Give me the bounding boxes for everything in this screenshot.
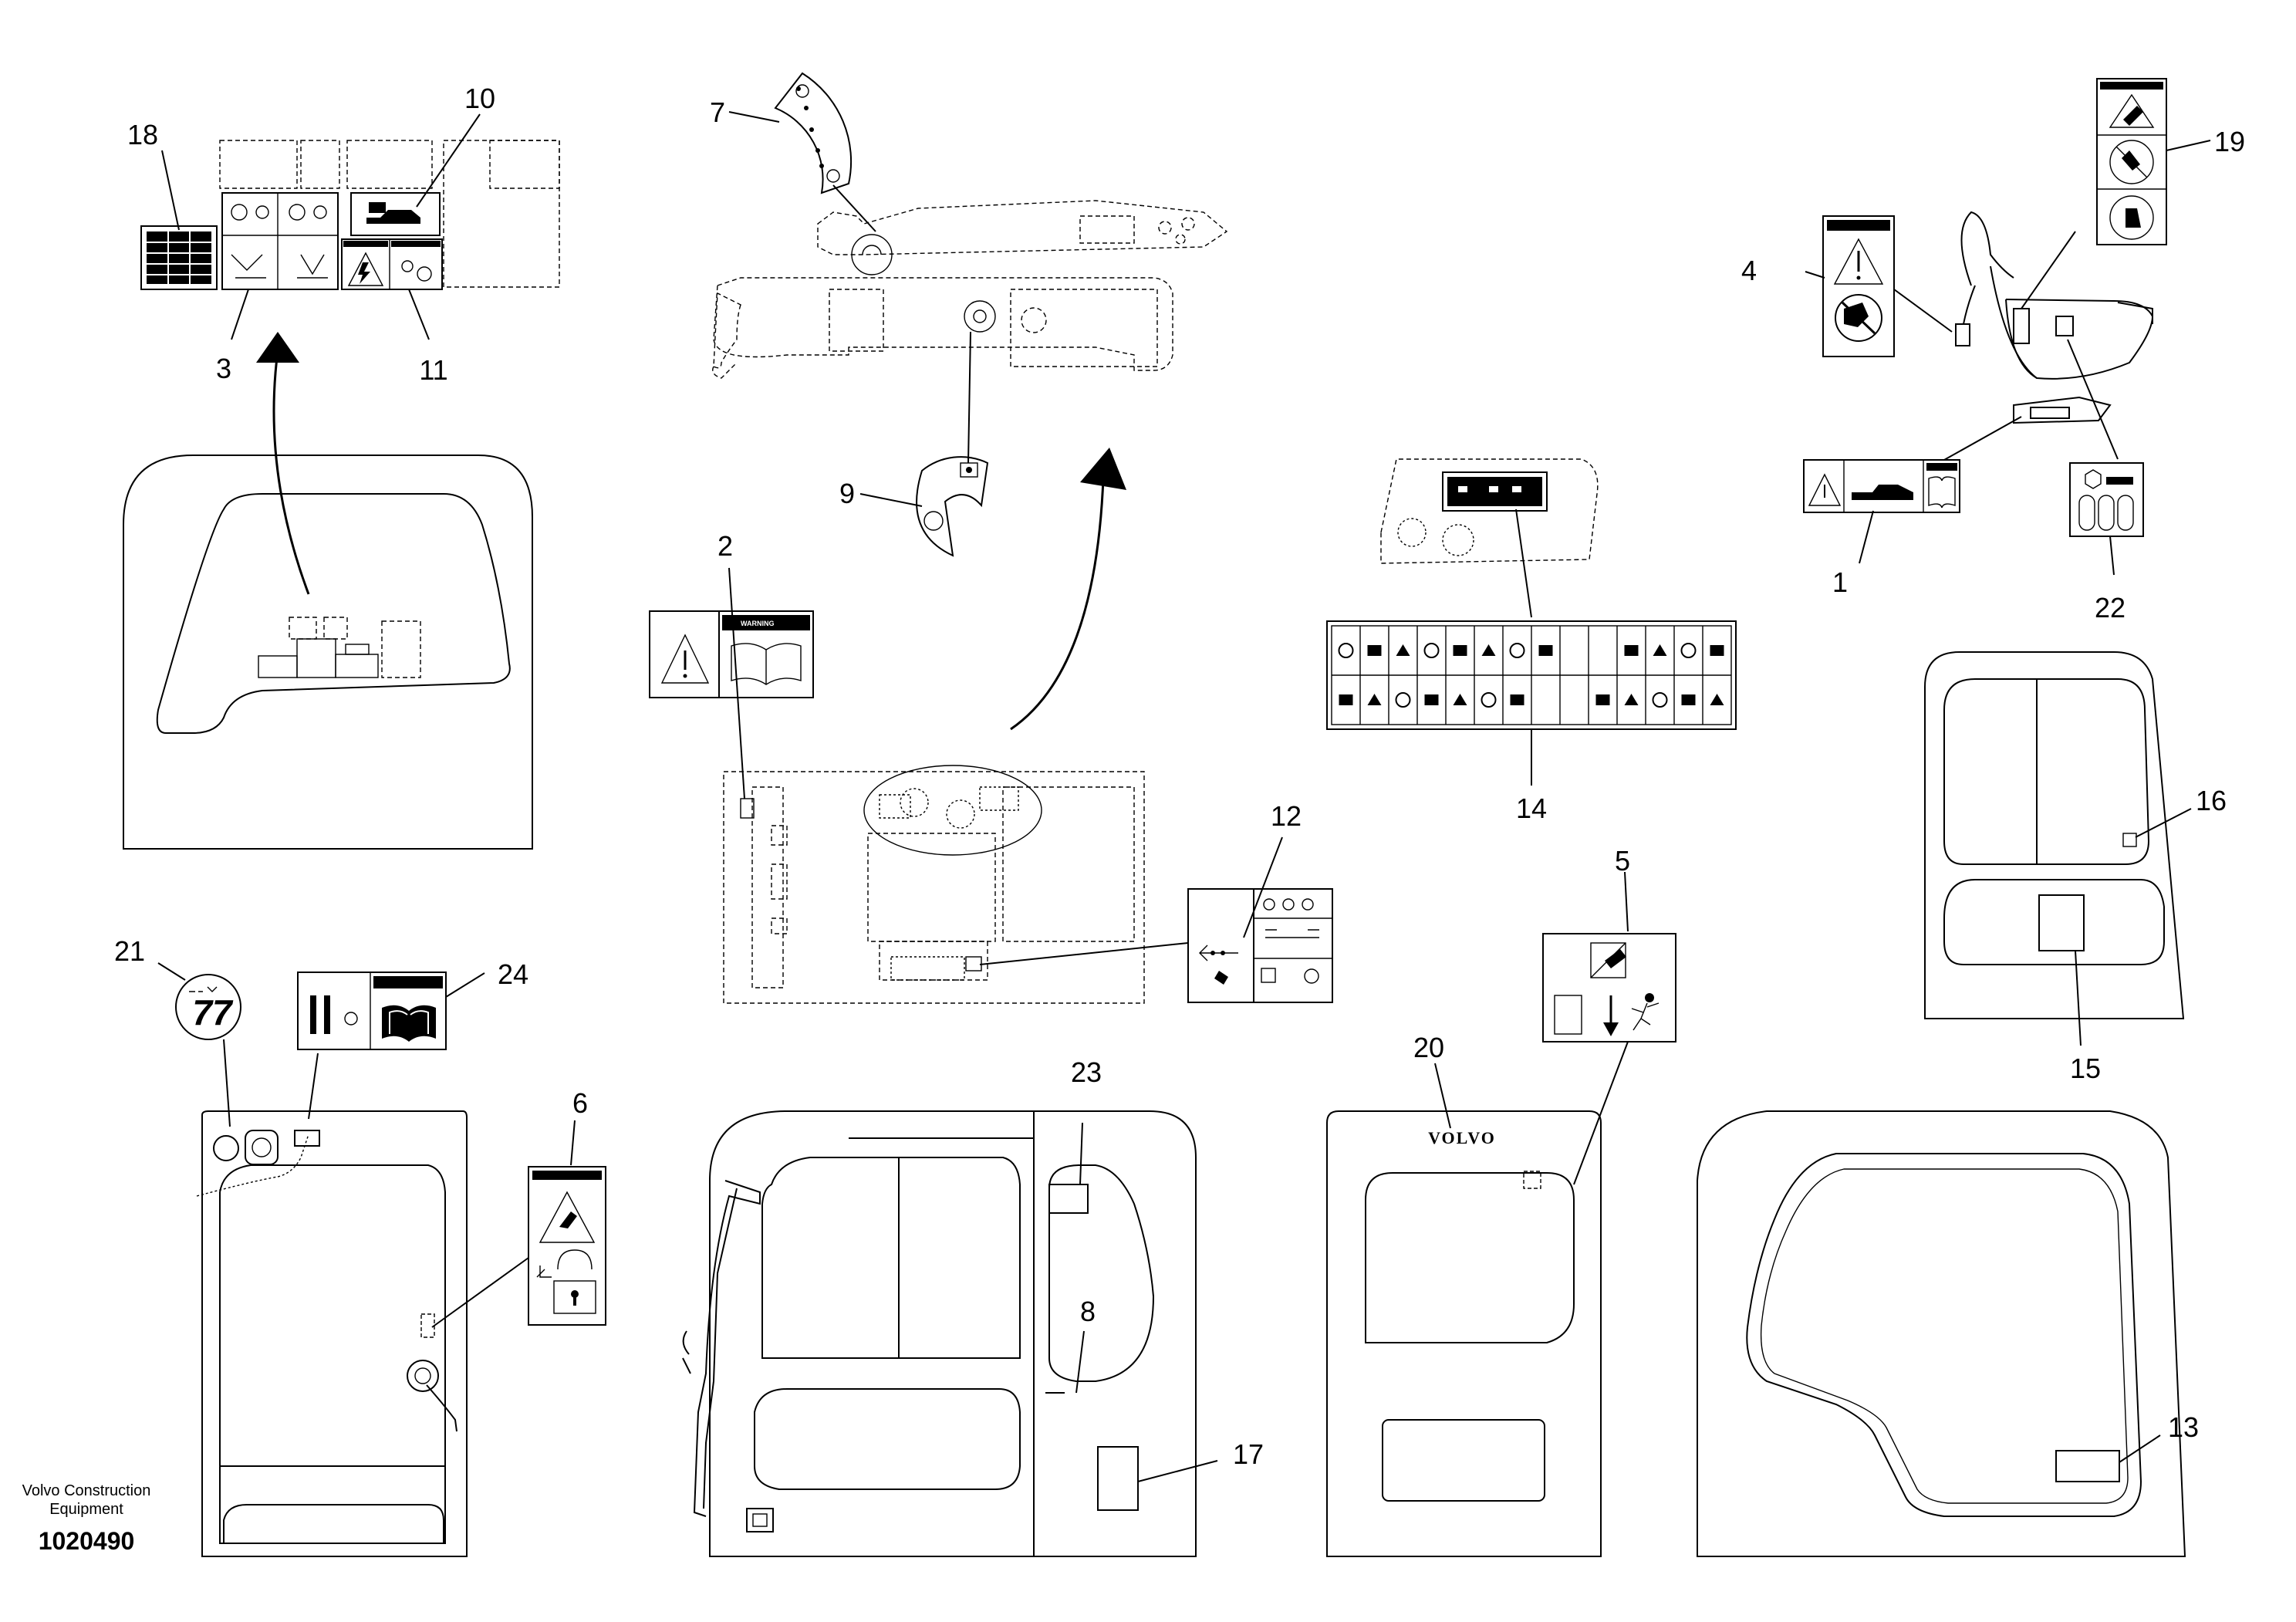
callout-21: 21 [114, 935, 145, 967]
callout-22: 22 [2095, 592, 2125, 623]
callout-18: 18 [127, 119, 158, 150]
decal-22 [2069, 462, 2144, 537]
cab-right-door-view [1697, 1110, 2186, 1557]
volvo-brand-text: VOLVO [1428, 1128, 1496, 1147]
switch-symbol-icon [1510, 694, 1524, 705]
switch-symbol-icon [1367, 694, 1382, 705]
footer-company-line1: Volvo Construction [22, 1482, 151, 1499]
joystick-decal-group [1803, 78, 2211, 576]
switch-panel-group [1326, 458, 1737, 730]
switch-symbol-icon [1652, 692, 1668, 708]
callout-8: 8 [1080, 1296, 1096, 1327]
switch-symbol-icon [1509, 643, 1525, 658]
callout-10: 10 [464, 83, 495, 114]
callout-2: 2 [718, 530, 733, 562]
switch-symbol-icon [1710, 694, 1724, 705]
switch-symbol-icon [1453, 645, 1467, 656]
overhead-decal-group [140, 113, 560, 340]
cab-door-view [196, 1110, 468, 1557]
decal-2-warning-text: WARNING [741, 620, 775, 627]
callout-numbers: 1 2 3 4 5 6 7 8 9 10 11 12 13 14 15 16 1… [114, 83, 2245, 1470]
switch-symbol-icon [1538, 645, 1553, 656]
switch-symbol-icon [1680, 643, 1697, 658]
cab-rear-view: VOLVO [1326, 1110, 1602, 1557]
console-decal-group [712, 72, 1228, 731]
footer-company-line2: Equipment [49, 1501, 123, 1518]
switch-symbol-icon [1624, 645, 1639, 656]
decal-18 [140, 225, 218, 290]
switch-symbol-icon [1481, 692, 1497, 708]
decal-3 [221, 192, 339, 290]
decal-1 [1803, 459, 1960, 513]
decal-7 [774, 72, 853, 194]
callout-17: 17 [1233, 1438, 1264, 1470]
switch-symbol-icon [1681, 694, 1696, 705]
callout-16: 16 [2196, 785, 2227, 816]
switch-symbol-icon [1624, 694, 1639, 705]
callout-1: 1 [1832, 566, 1848, 598]
switch-symbol-icon [1367, 645, 1382, 656]
switch-symbol-icon [1595, 694, 1610, 705]
callout-14: 14 [1516, 792, 1547, 824]
switch-symbol-icon [1424, 694, 1439, 705]
callout-11: 11 [419, 354, 447, 386]
decal-11 [341, 238, 443, 290]
decal-5 [1542, 933, 1676, 1042]
cab-floor-view [723, 765, 1145, 1004]
callout-20: 20 [1413, 1032, 1444, 1063]
drawing-footer: Volvo Construction Equipment 1020490 [22, 1482, 151, 1555]
decal-14-icon-grid [1338, 626, 1724, 725]
callout-24: 24 [498, 958, 528, 990]
callout-4: 4 [1741, 255, 1757, 286]
callout-3: 3 [216, 353, 231, 384]
switch-symbol-icon [1423, 643, 1440, 658]
callout-15: 15 [2070, 1053, 2101, 1084]
callout-5: 5 [1615, 845, 1630, 877]
cab-side-view [682, 1110, 1197, 1557]
callout-23: 23 [1071, 1056, 1102, 1088]
callout-7: 7 [710, 96, 725, 128]
door-interior-view [1924, 651, 2192, 1046]
switch-symbol-icon [1339, 694, 1353, 705]
joystick-drawing [1955, 211, 2154, 424]
decal-2: WARNING [649, 610, 814, 698]
decal-4 [1822, 215, 1895, 357]
callout-13: 13 [2168, 1411, 2199, 1443]
decal-12 [1187, 888, 1333, 1003]
callout-9: 9 [839, 478, 855, 509]
switch-symbol-icon [1453, 694, 1467, 705]
decal-6 [528, 1166, 606, 1326]
switch-symbol-icon [1395, 692, 1411, 708]
decal-9 [916, 456, 989, 557]
decal-10 [350, 192, 441, 236]
decal-21: 77 [175, 974, 241, 1040]
decal-9-knob [964, 300, 1047, 333]
callout-6: 6 [572, 1087, 588, 1119]
switch-symbol-icon [1396, 644, 1410, 656]
decal-21-speed-text: 77 [192, 992, 234, 1032]
callout-19: 19 [2214, 126, 2245, 157]
cab-ceiling-view [123, 332, 533, 850]
callout-12: 12 [1271, 800, 1302, 832]
switch-symbol-icon [1481, 644, 1496, 656]
switch-symbol-icon [1338, 643, 1354, 658]
decal-24 [297, 972, 447, 1050]
decal-19 [2096, 78, 2167, 245]
switch-symbol-icon [1710, 645, 1724, 656]
switch-symbol-icon [1653, 644, 1667, 656]
footer-drawing-number: 1020490 [39, 1527, 135, 1555]
